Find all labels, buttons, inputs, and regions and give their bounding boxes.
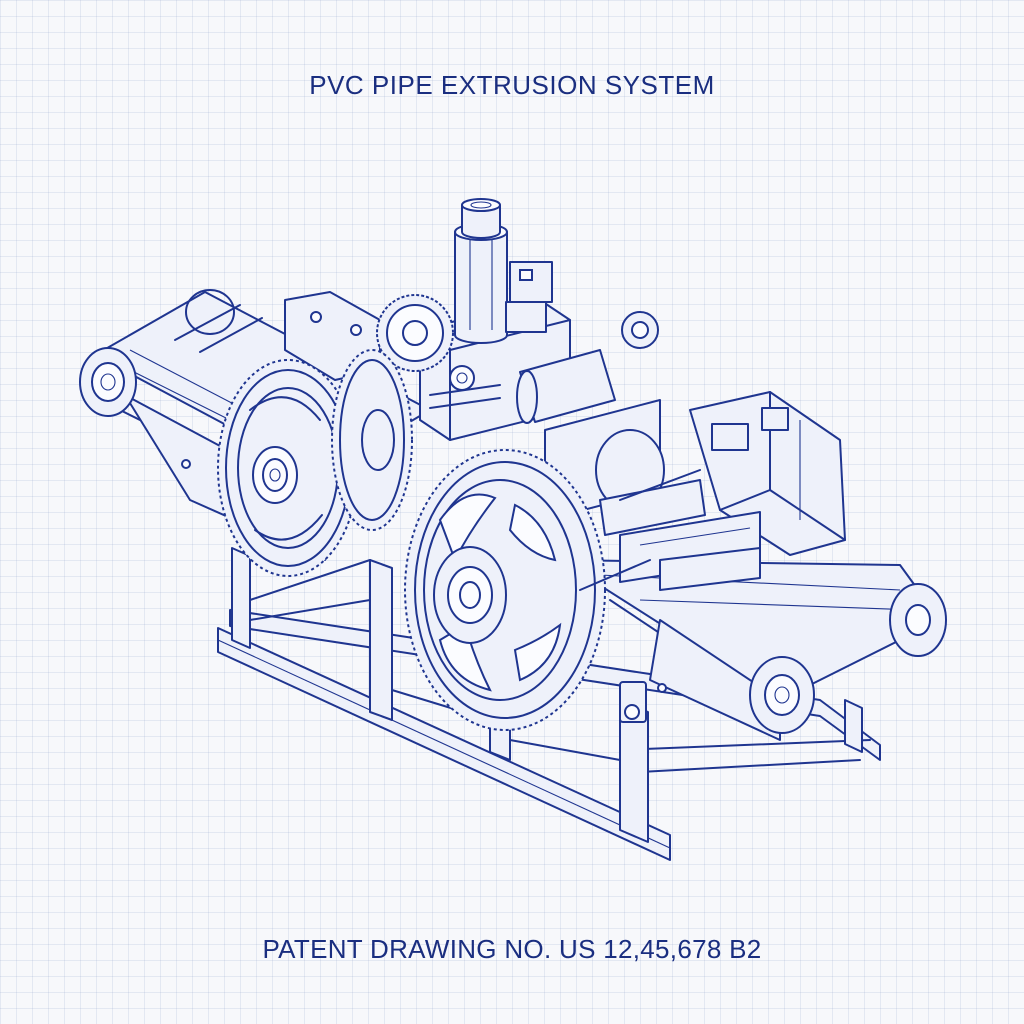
main-drive-gear: [404, 449, 606, 731]
patent-number-caption: PATENT DRAWING NO. US 12,45,678 B2: [262, 934, 762, 964]
base-frame: [217, 547, 881, 861]
right-housing: [689, 391, 846, 556]
right-conveyor: [559, 559, 947, 741]
gear-train: [217, 294, 606, 731]
drawing-title: PVC PIPE EXTRUSION SYSTEM: [309, 70, 715, 100]
vertical-motor: [454, 198, 553, 344]
middle-gear: [331, 349, 413, 531]
left-drive-gear: [217, 359, 359, 577]
extruder-barrel: [516, 311, 761, 591]
drive-shafts: [429, 365, 651, 591]
